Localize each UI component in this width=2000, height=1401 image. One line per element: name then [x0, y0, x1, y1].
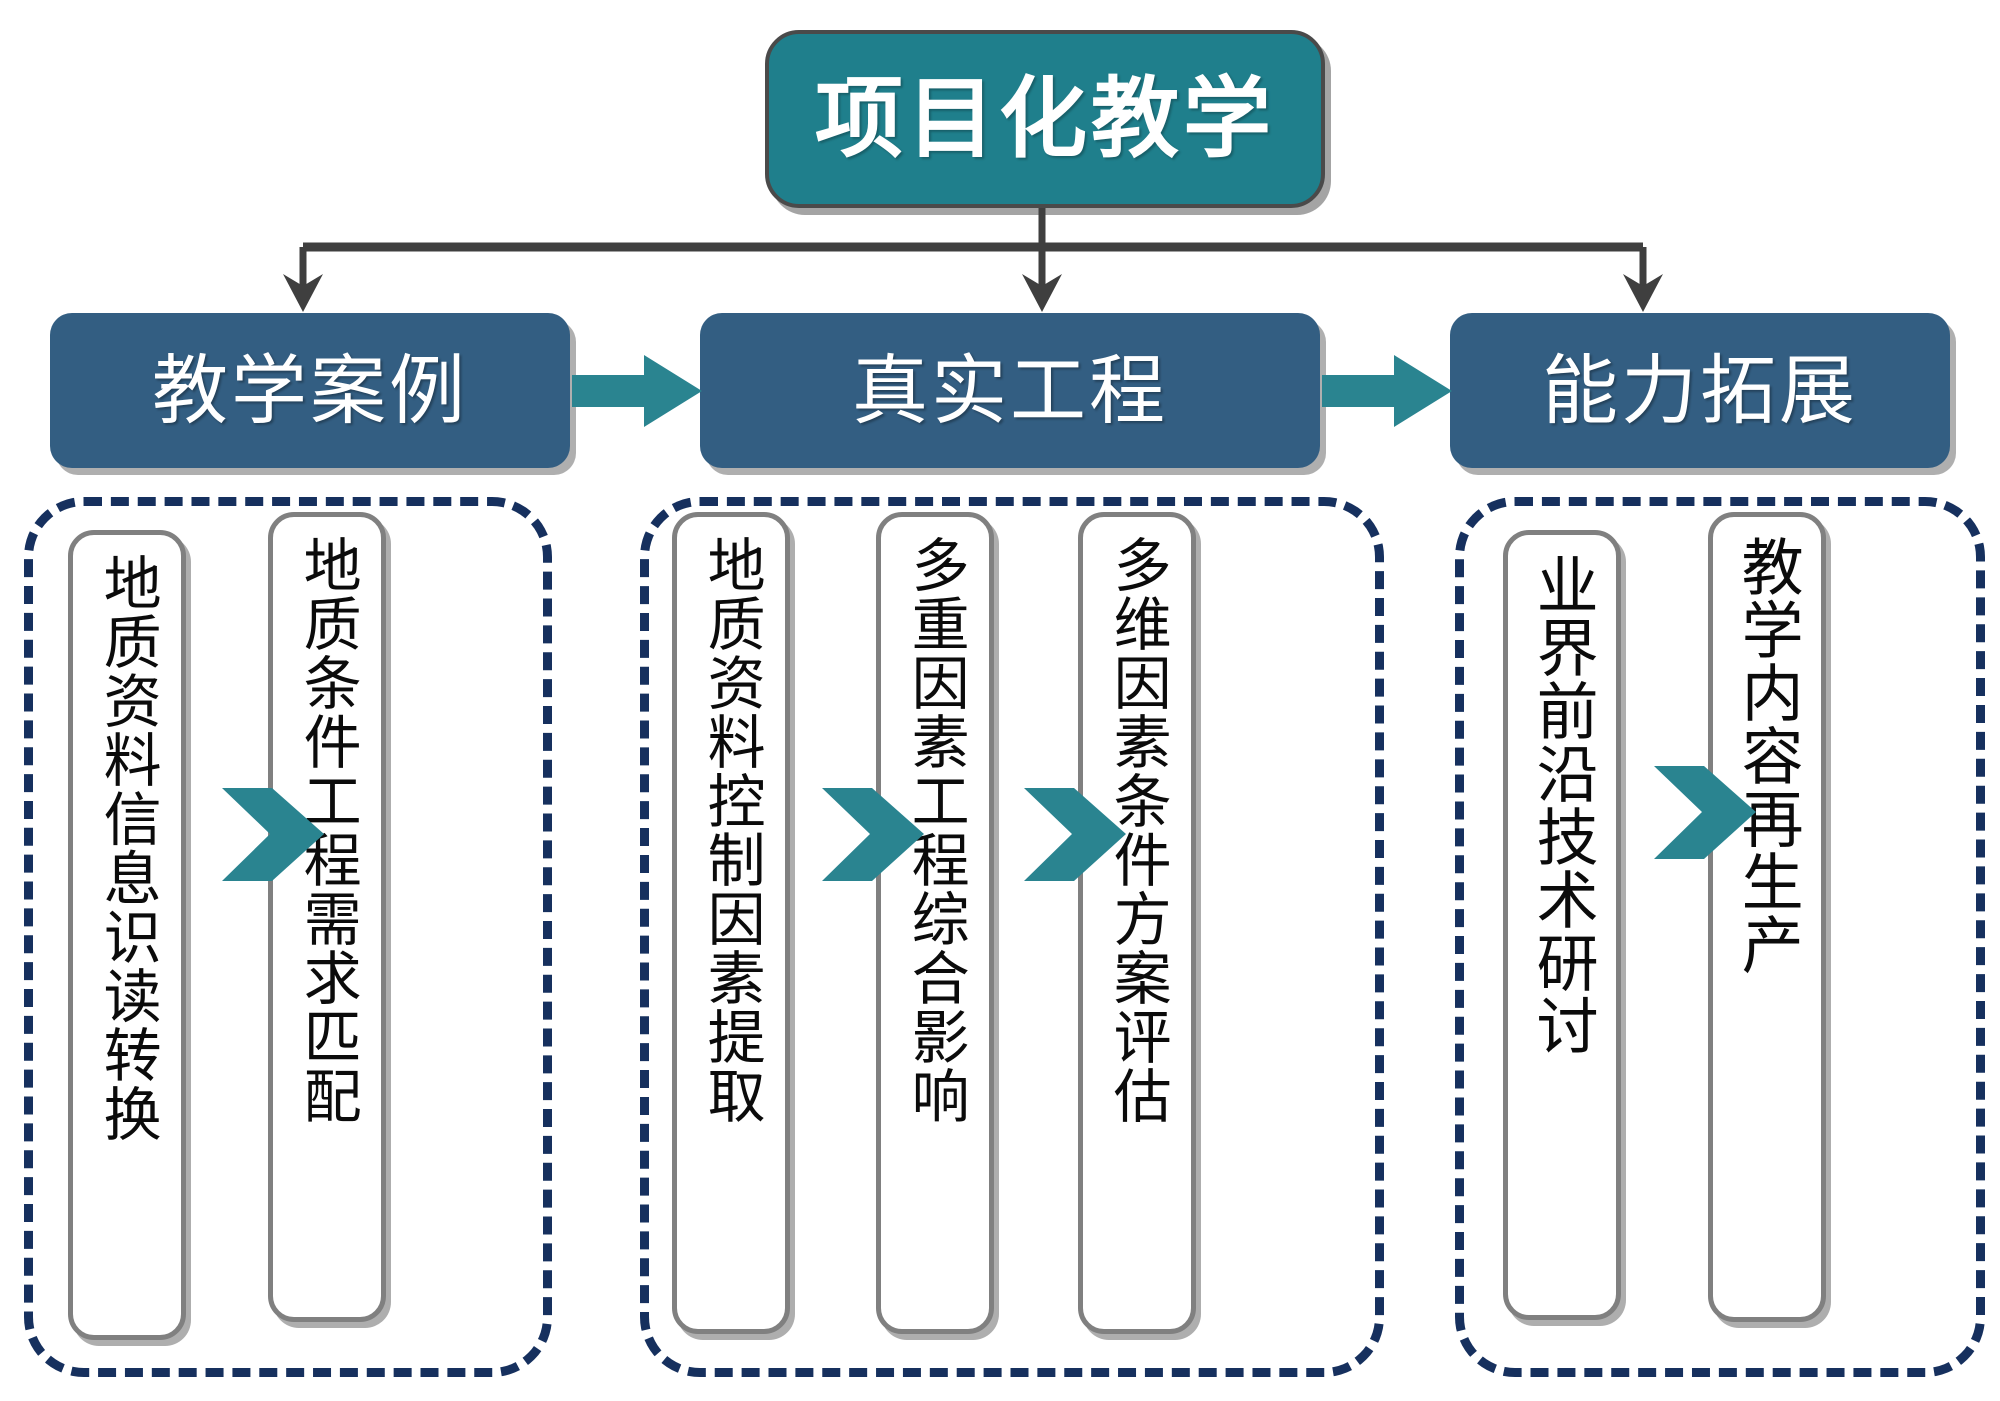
- list-item[interactable]: 业界前沿技术研讨: [1503, 530, 1621, 1320]
- card-label: 地质资料信息识读转换: [93, 553, 162, 1143]
- stage-box-real-engineering[interactable]: 真实工程: [700, 313, 1320, 468]
- chevron-right-icon: [222, 788, 324, 881]
- stage-box-teaching-case[interactable]: 教学案例: [50, 313, 570, 468]
- stage-label: 真实工程: [852, 345, 1168, 435]
- list-item[interactable]: 多重因素工程综合影响: [876, 512, 994, 1334]
- stage-transition-arrow-icon: [1322, 355, 1452, 427]
- list-item[interactable]: 地质资料控制因素提取: [672, 512, 790, 1334]
- list-item[interactable]: 多维因素条件方案评估: [1078, 512, 1196, 1334]
- card-label: 教学内容再生产: [1730, 535, 1804, 976]
- group-container-teaching-case: [24, 497, 552, 1377]
- list-item[interactable]: 教学内容再生产: [1708, 512, 1826, 1322]
- chevron-right-icon: [822, 788, 924, 881]
- card-label: 业界前沿技术研讨: [1525, 553, 1599, 1057]
- root-node-label: 项目化教学: [814, 67, 1275, 170]
- list-item[interactable]: 地质资料信息识读转换: [68, 530, 186, 1340]
- stage-transition-arrow-icon: [572, 355, 702, 427]
- stage-box-capability-expansion[interactable]: 能力拓展: [1450, 313, 1950, 468]
- chevron-right-icon: [1654, 766, 1756, 859]
- root-node-project-based-teaching[interactable]: 项目化教学: [765, 30, 1325, 208]
- chevron-right-icon: [1024, 788, 1126, 881]
- group-container-real-engineering: [640, 497, 1384, 1377]
- group-container-capability-expansion: [1455, 497, 1985, 1377]
- stage-label: 教学案例: [152, 345, 468, 435]
- card-label: 地质资料控制因素提取: [697, 535, 766, 1125]
- list-item[interactable]: 地质条件工程需求匹配: [268, 512, 386, 1322]
- stage-label: 能力拓展: [1542, 345, 1858, 435]
